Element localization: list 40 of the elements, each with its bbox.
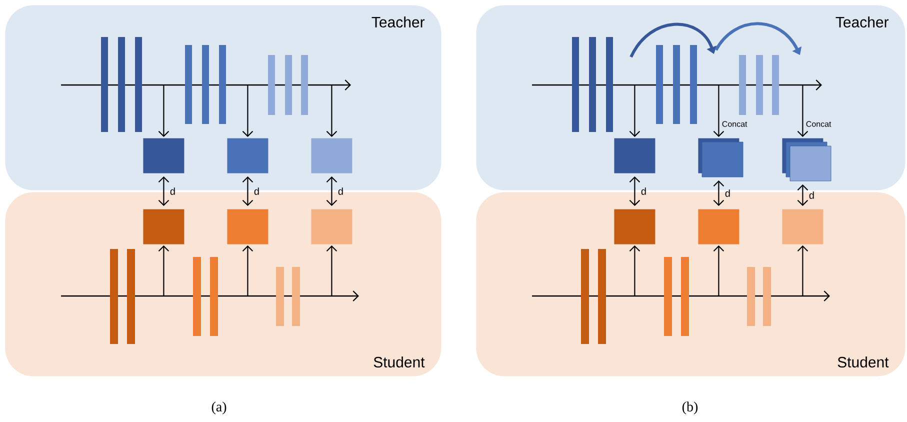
arrow (242, 245, 254, 296)
arrow (629, 176, 640, 206)
edge-label: Concat (720, 120, 748, 128)
feature-box (143, 209, 184, 244)
arrow (158, 245, 170, 296)
arrow (158, 85, 170, 137)
arrow (629, 85, 640, 137)
feature-box (614, 209, 656, 244)
arrow (797, 85, 808, 137)
edge-label: d (338, 188, 343, 195)
arrow (629, 245, 640, 296)
feature-box (698, 209, 740, 244)
edge-label: d (254, 188, 259, 195)
feature-box (227, 138, 268, 174)
arrow (242, 176, 254, 206)
panel-caption: (b) (682, 402, 698, 414)
arrow (158, 176, 170, 206)
edge-label: d (641, 188, 646, 195)
arrow (326, 176, 338, 206)
arrow (797, 245, 808, 296)
arrow (797, 184, 808, 206)
feature-box (143, 138, 184, 174)
feature-box (227, 209, 268, 244)
edge-label: d (725, 190, 730, 197)
edge-label: Concat (804, 120, 832, 128)
arrow (713, 180, 724, 206)
edge-label: d (170, 188, 175, 195)
edge-label: d (809, 192, 814, 199)
arrow (713, 245, 724, 296)
stacked-feature-box (698, 138, 744, 178)
arrow (242, 85, 254, 137)
arrow (326, 85, 338, 137)
feature-box (311, 209, 352, 244)
arrow (713, 85, 724, 137)
feature-box (614, 138, 656, 174)
stacked-feature-box (782, 138, 832, 182)
feature-box (782, 209, 824, 244)
feature-box (311, 138, 352, 174)
arrow (326, 245, 338, 296)
panel-caption: (a) (212, 402, 226, 414)
